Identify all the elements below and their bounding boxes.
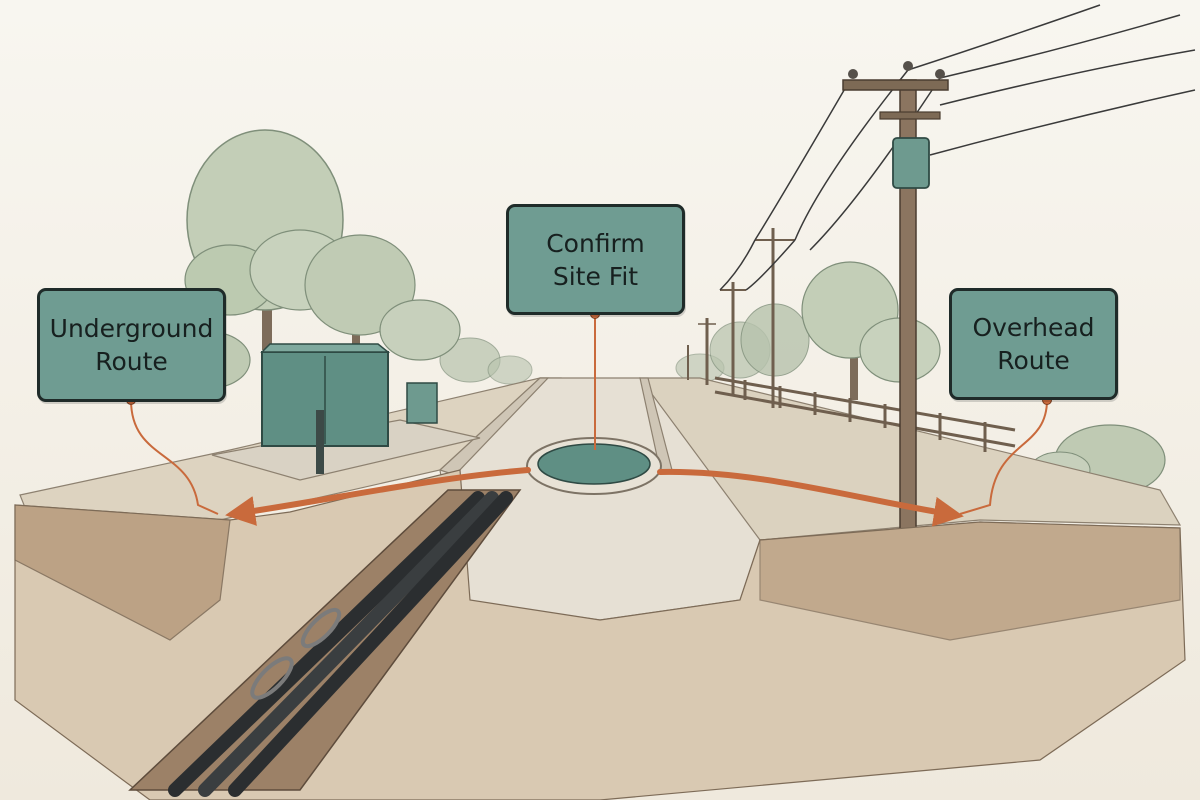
- power-lines: [719, 4, 1196, 291]
- callout-underground-line1: Underground: [49, 314, 214, 343]
- underground-leader: [130, 399, 219, 515]
- fence: [714, 376, 1016, 452]
- callout-leaders: [130, 314, 1048, 515]
- underground-route-arrow: [225, 467, 531, 526]
- ground-enclosure: [211, 343, 481, 481]
- callout-overhead-line1: Overhead: [972, 313, 1095, 342]
- site-pad: [526, 437, 662, 495]
- underground-trench: [128, 489, 522, 797]
- overhead-route-arrow: [657, 468, 964, 527]
- route-arrows: [225, 467, 964, 527]
- callout-confirm-site-fit: Confirm Site Fit: [506, 204, 685, 315]
- callout-center-line1: Confirm: [546, 228, 645, 258]
- distant-utility-poles: [687, 228, 795, 408]
- overhead-leader: [959, 399, 1048, 515]
- callout-center-line2: Site Fit: [552, 261, 639, 291]
- callout-overhead-route: Overhead Route: [949, 288, 1118, 400]
- right-tree-group: [801, 261, 1166, 496]
- callout-underground-line2: Route: [95, 347, 168, 376]
- callout-overhead-line2: Route: [997, 346, 1070, 375]
- callout-underground-route: Underground Route: [37, 288, 226, 402]
